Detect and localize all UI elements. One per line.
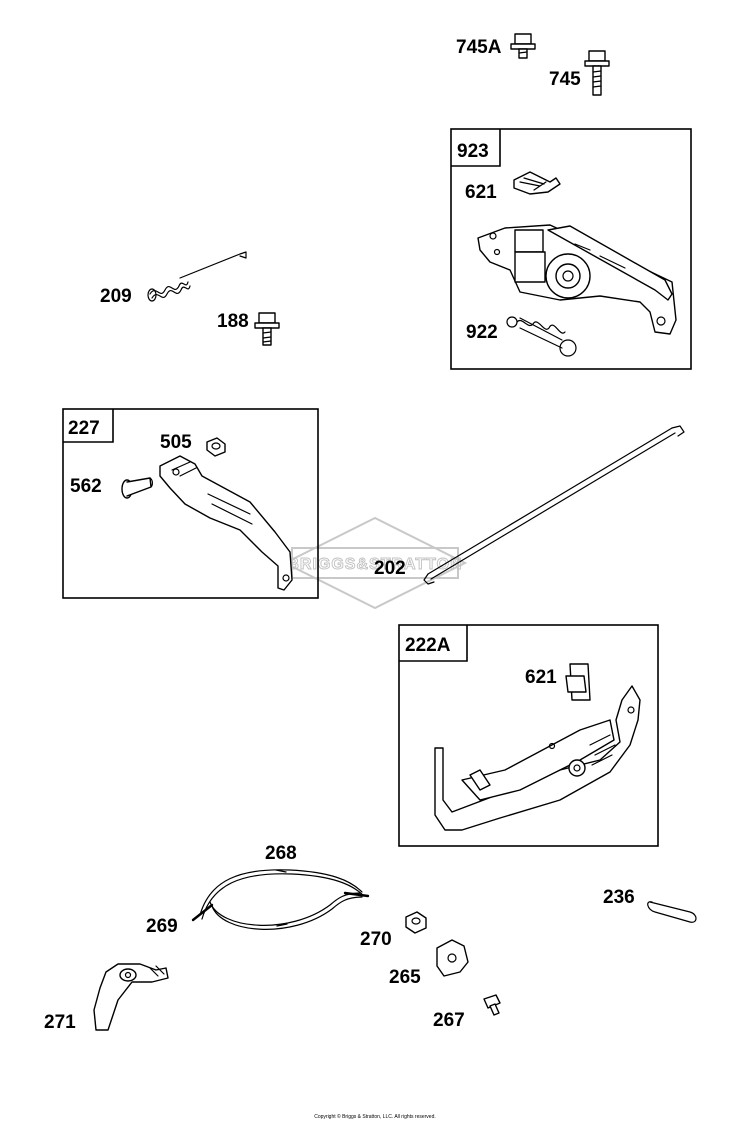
cable-268-icon — [191, 869, 370, 930]
label-209: 209 — [100, 286, 132, 307]
label-265: 265 — [389, 967, 421, 988]
group-923: 923 — [450, 128, 692, 370]
label-745: 745 — [549, 69, 581, 90]
group-label-923: 923 — [457, 141, 489, 162]
nut-505-icon — [206, 437, 226, 457]
bolt-745A-icon — [510, 33, 536, 59]
group-label-222A: 222A — [405, 635, 451, 656]
pin-562-icon — [121, 477, 153, 499]
label-922: 922 — [466, 322, 498, 343]
bolt-188-icon — [254, 312, 280, 346]
governor-spring-209-icon — [147, 251, 247, 302]
label-188: 188 — [217, 311, 249, 332]
link-rod-202-icon — [423, 425, 685, 585]
watermark-text: BRIGGS&STRATTON — [287, 556, 462, 573]
watermark: BRIGGS&STRATTON — [282, 516, 468, 610]
group-label-227: 227 — [68, 418, 100, 439]
label-269: 269 — [146, 916, 178, 937]
label-621-lower: 621 — [525, 667, 557, 688]
link-236-icon — [647, 901, 697, 923]
label-621-top: 621 — [465, 182, 497, 203]
copyright-notice: Copyright © Briggs & Stratton, LLC. All … — [314, 1114, 436, 1120]
label-505: 505 — [160, 432, 192, 453]
control-bracket-222A-icon — [434, 685, 641, 831]
label-202: 202 — [374, 558, 406, 579]
label-267: 267 — [433, 1010, 465, 1031]
label-270: 270 — [360, 929, 392, 950]
control-bracket-923-icon — [477, 224, 677, 335]
lever-227-icon — [159, 455, 293, 591]
group-222A: 222A — [398, 624, 659, 847]
bracket-271-icon — [93, 963, 169, 1031]
label-562: 562 — [70, 476, 102, 497]
spring-922-icon — [506, 316, 577, 357]
callout-labels: 745A 745 621 922 209 188 505 562 202 621… — [44, 37, 635, 1033]
label-745A: 745A — [456, 37, 502, 58]
label-271: 271 — [44, 1012, 76, 1033]
label-268: 268 — [265, 843, 297, 864]
clip-621-icon — [513, 171, 561, 195]
label-236: 236 — [603, 887, 635, 908]
nut-270-icon — [405, 911, 427, 934]
screw-267-icon — [483, 994, 501, 1016]
bolt-745-icon — [584, 50, 610, 96]
group-227: 227 — [62, 408, 319, 599]
clip-621b-icon — [565, 663, 591, 701]
cam-265-icon — [436, 939, 469, 977]
